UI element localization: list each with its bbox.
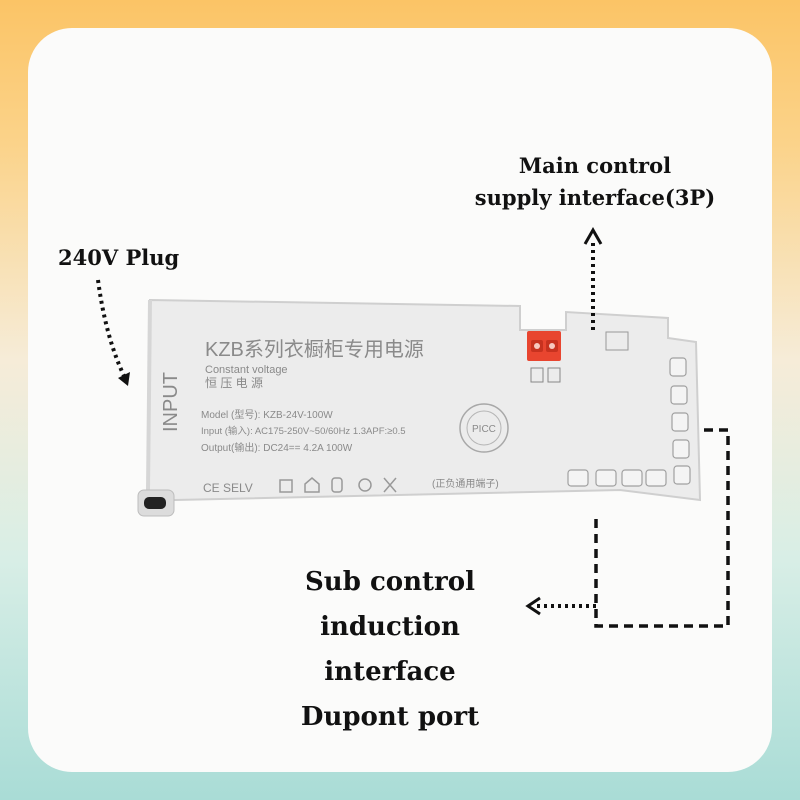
plug-arrow [96,279,128,381]
sub-control-line3: Dupont port [300,702,480,732]
sub-control-arrowhead [525,596,541,616]
seal-text: PICC [472,424,496,435]
spec-model: Model (型号): KZB-24V-100W [201,408,333,421]
dupont-ports-side [669,357,691,485]
brand-title: KZB系列衣橱柜专用电源 [205,338,424,361]
sub-control-line1: Sub control [305,567,475,597]
plug-label: 240V Plug [58,245,180,270]
mode-en: Constant voltage [205,364,288,376]
sub-control-line2: induction interface [320,612,460,687]
main-control-line2: supply interface(3P) [474,185,716,210]
main-control-arrowhead [583,226,603,245]
safety-icons [279,477,397,493]
plug-arrowhead [118,372,130,386]
dupont-ports-bottom [567,469,667,487]
picc-seal: PICC [459,403,509,453]
mode-cn: 恒 压 电 源 [205,376,263,390]
spec-output: Output(输出): DC24== 4.2A 100W [201,441,353,454]
input-side-label: INPUT [160,372,182,432]
main-control-line1: Main control [518,153,672,178]
polarity-note: (正负通用端子) [432,477,499,490]
main-control-label: Main control supply interface(3P) [470,150,720,214]
sub-control-bracket [594,428,730,628]
spec-input: Input (输入): AC175-250V~50/60Hz 1.3APF:≥0… [201,425,406,437]
main-control-terminal [527,331,629,383]
cert-marks: CE SELV [203,481,253,495]
power-supply-device [137,298,702,517]
sub-control-label: Sub control induction interface Dupont p… [250,560,530,740]
